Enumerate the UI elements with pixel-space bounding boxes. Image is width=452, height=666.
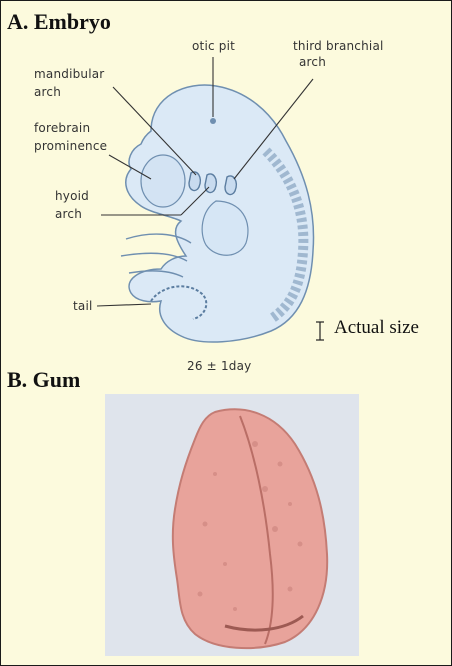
gum-photo bbox=[105, 394, 359, 656]
label-forebrain-2: prominence bbox=[34, 137, 107, 155]
mandibular-arch-shape bbox=[189, 172, 200, 191]
label-mandibular-1: mandibular bbox=[34, 65, 104, 83]
label-third-branchial-2: arch bbox=[299, 53, 326, 71]
label-forebrain-1: forebrain bbox=[34, 119, 90, 137]
label-otic-pit: otic pit bbox=[192, 37, 235, 55]
forebrain-bulge bbox=[141, 155, 185, 207]
label-hyoid-1: hyoid bbox=[55, 187, 89, 205]
otic-pit-dot bbox=[210, 118, 216, 124]
gum-section-title: B. Gum bbox=[7, 367, 80, 393]
label-tail: tail bbox=[73, 297, 93, 315]
label-hyoid-2: arch bbox=[55, 205, 82, 223]
scale-bar-icon bbox=[314, 321, 326, 341]
age-label: 26 ± 1day bbox=[187, 357, 251, 375]
actual-size-label: Actual size bbox=[334, 317, 419, 339]
label-mandibular-2: arch bbox=[34, 83, 61, 101]
